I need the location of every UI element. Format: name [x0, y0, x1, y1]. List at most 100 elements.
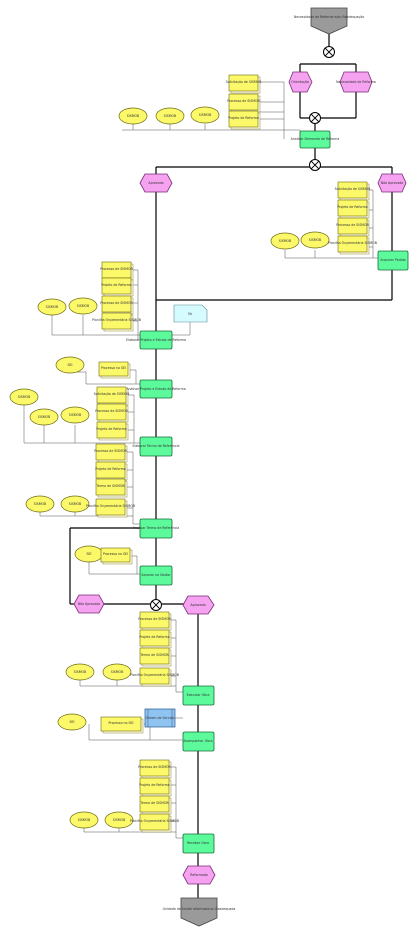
event-label: Orientação: [291, 80, 309, 84]
system-sismob: SISMOB: [102, 663, 132, 681]
system-sismob: SISMOB: [9, 388, 39, 406]
svg-text:SISMOB: SISMOB: [38, 415, 50, 419]
xor-connector: [309, 159, 321, 171]
svg-text:Planilha Orçamentária SISMOB: Planilha Orçamentária SISMOB: [86, 504, 135, 508]
document: Solicitação de SISMOB: [335, 181, 370, 201]
function-label: Analisar Termo de Referência: [133, 526, 180, 530]
svg-text:Planilha Orçamentária SISMOB: Planilha Orçamentária SISMOB: [130, 819, 179, 823]
system-sei: SEI: [55, 356, 85, 374]
svg-text:SEI: SEI: [68, 363, 73, 367]
document: Processo no SEI: [100, 547, 133, 565]
svg-text:Projeto de Reforma: Projeto de Reforma: [139, 635, 170, 639]
svg-text:Planilha Orçamentária SISMOB: Planilha Orçamentária SISMOB: [92, 318, 141, 322]
svg-text:Processo de SISMOB: Processo de SISMOB: [95, 409, 128, 413]
svg-text:Processo de SISMOB: Processo de SISMOB: [100, 301, 133, 305]
function-label: Arquivar Pedido: [380, 258, 405, 262]
svg-text:Projeto de Reforma: Projeto de Reforma: [96, 427, 127, 431]
function-label: Analisar Demanda de Reforma: [291, 137, 340, 141]
svg-text:SEI: SEI: [87, 552, 92, 556]
svg-text:SISMOB: SISMOB: [127, 114, 139, 118]
svg-text:SISMOB: SISMOB: [164, 114, 176, 118]
svg-text:Processo de SISMOB: Processo de SISMOB: [138, 617, 171, 621]
svg-text:SISMOB: SISMOB: [78, 818, 90, 822]
svg-text:Projeto de Reforma: Projeto de Reforma: [95, 467, 126, 471]
document: Processo no SEI: [98, 361, 131, 379]
document: Processo de SISMOB: [138, 611, 172, 631]
svg-text:Ordem de Serviço: Ordem de Serviço: [146, 716, 175, 720]
svg-text:Processo de SISMOB: Processo de SISMOB: [138, 765, 171, 769]
svg-text:SISMOB: SISMOB: [111, 670, 123, 674]
svg-text:Solicitação de SISMOB: Solicitação de SISMOB: [94, 392, 130, 396]
document: Processo de SISMOB: [94, 443, 128, 463]
svg-text:Termo de SISMOB: Termo de SISMOB: [95, 484, 124, 488]
svg-text:Processo de SISMOB: Processo de SISMOB: [94, 449, 127, 453]
function-label: Analisar Projeto e Estudo de Reforma: [126, 387, 185, 391]
svg-text:Termo de SISMOB: Termo de SISMOB: [139, 801, 168, 805]
system-sismob: SISMOB: [29, 408, 59, 426]
svg-text:Planilha Orçamentária SISMOB: Planilha Orçamentária SISMOB: [328, 241, 377, 245]
start-event: Necessidade de Reforma e/ou Readequação: [294, 7, 364, 35]
event-nao-aprovado-bottom: Não Aprovado: [73, 594, 105, 614]
document: Processo de SISMOB: [227, 93, 261, 113]
event-aprovado-top: Aprovado: [139, 173, 173, 193]
svg-text:Termo de SISMOB: Termo de SISMOB: [139, 653, 168, 657]
document: Processo de SISMOB: [138, 759, 172, 779]
svg-text:SISMOB: SISMOB: [113, 818, 125, 822]
svg-text:Planilha Orçamentária SISMOB: Planilha Orçamentária SISMOB: [130, 673, 179, 677]
function-label: Receber Obra: [187, 841, 209, 845]
document: Planilha Orçamentária SISMOB: [130, 667, 179, 687]
system-sismob: SISMOB: [118, 107, 148, 125]
svg-text:SISMOB: SISMOB: [46, 305, 58, 309]
function-label: Acompanhar Obra: [183, 739, 212, 743]
event-label: Aprovado: [190, 603, 205, 607]
system-sei: SEI: [57, 713, 87, 731]
svg-text:SISMOB: SISMOB: [77, 304, 89, 308]
event-reformado: Reformado: [182, 865, 216, 885]
event-label: Não Aprovado: [381, 181, 404, 185]
document: Termo de SISMOB: [139, 647, 172, 667]
function-aprovar-gestor: Aprovar no Gestor: [139, 565, 173, 586]
document: Processo no SEI: [100, 716, 144, 734]
document: Planilha Orçamentária SISMOB: [86, 498, 135, 518]
function-label: Aprovar no Gestor: [141, 573, 171, 577]
function-elaborar-termo: Elaborar Termo de Referência: [132, 436, 180, 457]
svg-text:Processo de SISMOB: Processo de SISMOB: [100, 267, 133, 271]
event-necessidade-reforma: Necessidade de Reforma: [336, 71, 376, 93]
svg-text:SEI: SEI: [70, 720, 75, 724]
system-sei: SEI: [74, 545, 104, 563]
function-arquivar-pedido: Arquivar Pedido: [377, 250, 409, 271]
system-sismob: SISMOB: [104, 811, 134, 829]
svg-text:Ok: Ok: [188, 312, 193, 316]
svg-text:Processo no SEI: Processo no SEI: [108, 721, 133, 725]
svg-text:Projeto de Reforma: Projeto de Reforma: [101, 283, 132, 287]
document: Processo de SISMOB: [95, 403, 129, 423]
svg-text:Processo no SEI: Processo no SEI: [101, 366, 126, 370]
function-label: Elaborar Projeto e Estudo de Reforma: [126, 338, 186, 342]
end-event-label: Unidade de Saúde reformada ou Readequada: [163, 907, 236, 911]
function-acompanhar-obra: Acompanhar Obra: [182, 731, 215, 752]
function-label: Executar Obra: [187, 693, 210, 697]
document: Projeto de Reforma: [139, 629, 172, 649]
event-aprovado-bottom: Aprovado: [182, 595, 215, 615]
system-sismob: SISMOB: [190, 106, 220, 124]
event-label: Necessidade de Reforma: [336, 80, 376, 84]
event-label: Não Aprovado: [78, 602, 101, 606]
svg-text:SISMOB: SISMOB: [199, 113, 211, 117]
svg-text:Processo de SISMOB: Processo de SISMOB: [336, 223, 369, 227]
svg-text:SISMOB: SISMOB: [279, 239, 291, 243]
function-receber-obra: Receber Obra: [182, 833, 215, 854]
flow-lines: [69, 30, 393, 898]
xor-connector: [309, 112, 321, 124]
function-label: Elaborar Termo de Referência: [132, 444, 179, 448]
document: Projeto de Reforma: [95, 461, 128, 481]
document: Processo de SISMOB: [100, 261, 134, 281]
system-sismob: SISMOB: [60, 406, 90, 424]
document: Projeto de Reforma: [101, 277, 134, 297]
document: Termo de SISMOB: [139, 795, 172, 815]
svg-text:SISMOB: SISMOB: [74, 670, 86, 674]
system-sismob: SISMOB: [37, 298, 67, 316]
svg-text:SISMOB: SISMOB: [309, 238, 321, 242]
document: Planilha Orçamentária SISMOB: [328, 235, 377, 255]
function-analisar-demanda: Analisar Demanda de Reforma: [291, 130, 340, 149]
